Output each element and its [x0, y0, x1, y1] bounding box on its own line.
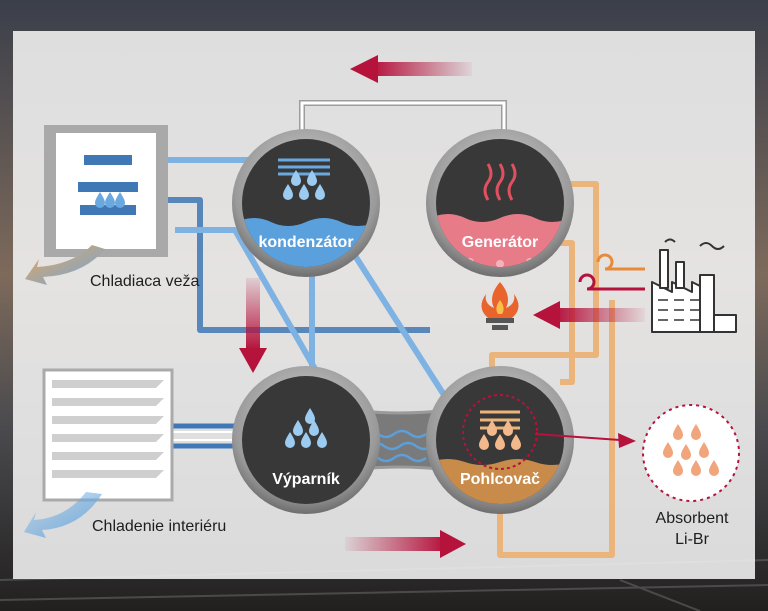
factory-icon: [651, 238, 737, 333]
absorber-label: Pohlcovač: [459, 471, 541, 488]
absorbent-formula-label: Li-Br: [675, 531, 709, 548]
absorber-vessel: [426, 366, 574, 514]
interior-unit-icon: [24, 368, 174, 538]
heat-swirl-icon: [578, 253, 645, 291]
cooling-tower-label: Chladiaca veža: [90, 273, 200, 290]
evaporator-label: Výparník: [272, 471, 340, 488]
interior-cooling-label: Chladenie interiéru: [92, 518, 227, 535]
flow-arrow-down: [239, 278, 267, 373]
generator-label: Generátor: [461, 234, 539, 251]
generator-vessel: [426, 129, 574, 277]
condenser-vessel: [232, 129, 380, 277]
absorbent-label: Absorbent: [655, 510, 729, 527]
flow-arrow-bottom: [345, 530, 466, 558]
condenser-label: kondenzátor: [258, 234, 354, 251]
flow-arrow-top: [350, 55, 472, 83]
evaporator-vessel: [232, 366, 380, 514]
flow-arrow-heat: [533, 301, 645, 329]
absorbent-indicator: [534, 404, 740, 502]
burner-flame-icon: [481, 282, 519, 330]
cooling-tower-icon: [25, 125, 168, 285]
